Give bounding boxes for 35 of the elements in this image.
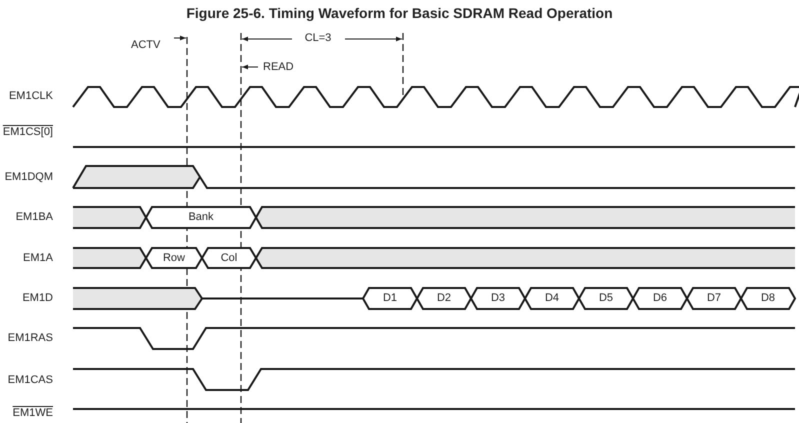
bus-value-hexagon	[146, 207, 256, 228]
bus-value-hexagon	[471, 288, 525, 309]
timing-annotation: READ	[262, 62, 295, 72]
signal-name: EM1DQM	[4, 172, 54, 182]
bus-value-label: D5	[598, 293, 614, 304]
bus-value-label: D7	[706, 293, 722, 304]
figure-title: Figure 25-6. Timing Waveform for Basic SDRAM Read Operation	[185, 4, 614, 23]
timing-annotation: CL=3	[304, 32, 332, 44]
bus-value-hexagon	[525, 288, 579, 309]
signal-name: EM1BA	[14, 212, 54, 222]
signal-name: EM1CS[0]	[2, 126, 54, 138]
bus-value-hexagon	[687, 288, 741, 309]
bus-value-hexagon	[363, 288, 417, 309]
bus-value-label: Col	[220, 252, 238, 264]
bus-value-label: D1	[382, 293, 398, 304]
signal-name: EM1WE	[12, 408, 54, 418]
signal-name: EM1D	[21, 292, 54, 304]
bus-value-label: Row	[162, 252, 185, 264]
bus-value-label: D2	[436, 293, 452, 304]
bus-value-label: D8	[760, 293, 776, 304]
bus-value-label: D4	[544, 293, 560, 304]
timing-annotation: ACTV	[130, 40, 162, 50]
bus-value-hexagon	[146, 248, 202, 268]
bus-value-label: D3	[490, 293, 506, 304]
bus-value-label: D6	[652, 293, 668, 304]
bus-value-hexagon	[741, 288, 795, 309]
bus-value-hexagon	[417, 288, 471, 309]
bus-value-label: Bank	[188, 212, 214, 223]
bus-value-hexagon	[202, 248, 256, 268]
signal-name: EM1RAS	[6, 332, 54, 344]
signal-name: EM1A	[22, 252, 54, 264]
bus-value-hexagon	[579, 288, 633, 309]
signal-name: EM1CAS	[6, 374, 54, 386]
bus-value-hexagon	[633, 288, 687, 309]
signal-name: EM1CLK	[8, 90, 54, 102]
